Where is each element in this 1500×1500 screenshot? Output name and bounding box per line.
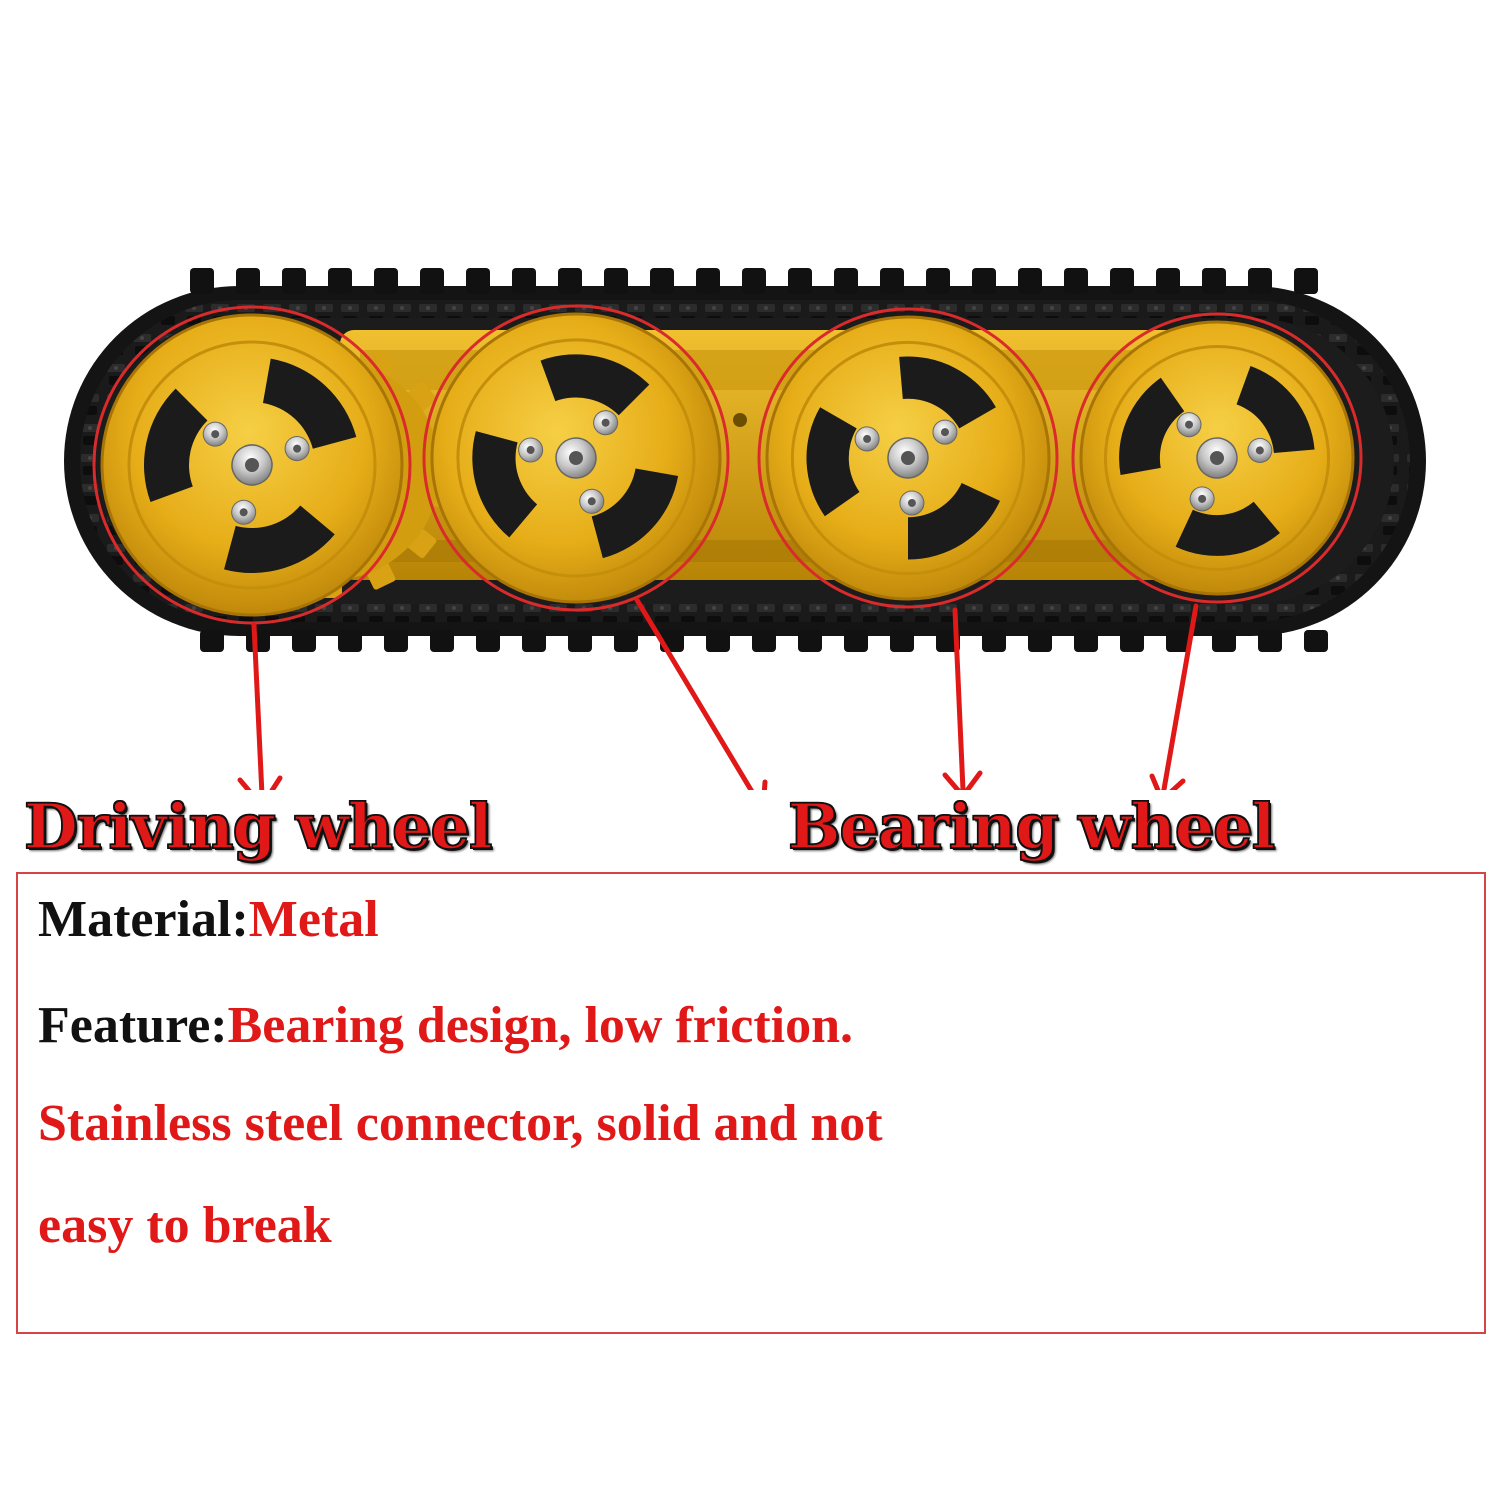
highlight-circles [92, 304, 1363, 625]
driving-wheel-label: Driving wheel [23, 790, 493, 863]
spec-note-line-1: Stainless steel connector, solid and not [38, 1095, 883, 1152]
feature-value: Bearing design, low friction. [227, 997, 854, 1054]
tank-track-chassis-illustration [64, 268, 1426, 790]
spec-material-row: Material:Metal [38, 894, 379, 946]
material-label: Material: [38, 891, 249, 948]
bearing-wheel [765, 315, 1051, 601]
material-value: Metal [248, 891, 379, 948]
bearing-wheel [1079, 320, 1355, 596]
bearing-wheel-label: Bearing wheel [787, 790, 1276, 863]
spec-feature-row: Feature:Bearing design, low friction. [38, 1000, 853, 1052]
feature-label: Feature: [38, 997, 228, 1054]
bearing-wheel [430, 312, 722, 604]
driving-wheel [100, 313, 404, 617]
down-arrow-icon [237, 597, 1199, 790]
spec-note-line-2: easy to break [38, 1197, 332, 1254]
spec-box: Material:Metal Feature:Bearing design, l… [16, 872, 1486, 1334]
